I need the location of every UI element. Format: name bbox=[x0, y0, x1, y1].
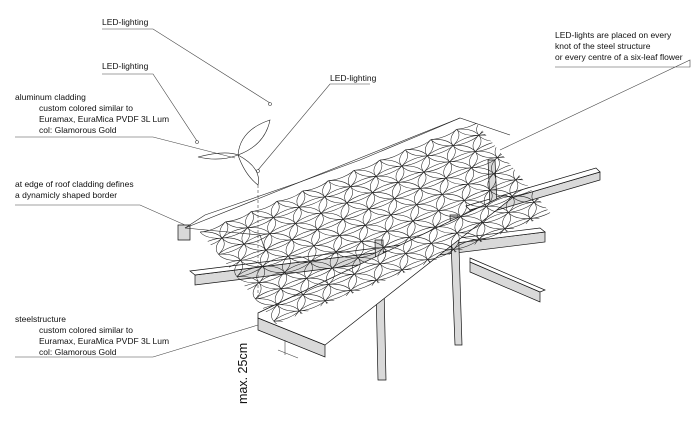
steel-line3: col: Glamorous Gold bbox=[39, 347, 117, 357]
steel-line1: custom colored similar to bbox=[39, 325, 134, 335]
edge-line1: at edge of roof cladding defines bbox=[15, 179, 134, 189]
aluminum-cladding-label: aluminum cladding custom colored similar… bbox=[15, 92, 169, 136]
ledlights-line2: knot of the steel structure bbox=[555, 41, 651, 51]
edge-label: at edge of roof cladding defines a dynam… bbox=[15, 179, 134, 201]
led-lights-placement-label: LED-lights are placed on every knot of t… bbox=[555, 30, 683, 63]
steelstructure-label: steelstructure custom colored similar to… bbox=[15, 314, 169, 358]
ledlights-line3: or every centre of a six-leaf flower bbox=[555, 52, 683, 62]
aluminum-line1: custom colored similar to bbox=[39, 103, 134, 113]
aluminum-line3: col: Glamorous Gold bbox=[39, 125, 117, 135]
max-height-dimension: max. 25cm bbox=[236, 342, 250, 404]
edge-line2: a dynamicly shaped border bbox=[15, 190, 118, 200]
flower-arc bbox=[568, 181, 641, 227]
led-lighting-label-3: LED-lighting bbox=[330, 73, 377, 83]
flower-arc bbox=[487, 124, 560, 170]
flower-arc bbox=[193, 286, 266, 332]
flower-arc bbox=[490, 108, 563, 154]
flower-arc bbox=[450, 80, 523, 126]
flower-arc bbox=[468, 102, 541, 148]
flower-arc bbox=[542, 191, 615, 237]
flower-arc bbox=[160, 225, 233, 271]
flower-arc bbox=[494, 92, 567, 138]
steel-title: steelstructure bbox=[15, 314, 67, 324]
flower-arc bbox=[509, 130, 582, 176]
leader-lines bbox=[15, 28, 691, 359]
steel-line2: Euramax, EuraMica PVDF 3L Lum bbox=[39, 336, 170, 346]
aluminum-line2: Euramax, EuraMica PVDF 3L Lum bbox=[39, 114, 170, 124]
led-lighting-label-2: LED-lighting bbox=[102, 61, 149, 71]
flower-arc bbox=[138, 219, 211, 265]
ledlights-line1: LED-lights are placed on every bbox=[555, 30, 672, 40]
flower-arc bbox=[475, 69, 548, 115]
cladding-petals bbox=[197, 119, 271, 300]
flower-arc bbox=[512, 114, 585, 160]
led-lighting-label-1: LED-lighting bbox=[102, 17, 149, 27]
flower-arc bbox=[472, 86, 545, 132]
aluminum-title: aluminum cladding bbox=[15, 92, 86, 102]
